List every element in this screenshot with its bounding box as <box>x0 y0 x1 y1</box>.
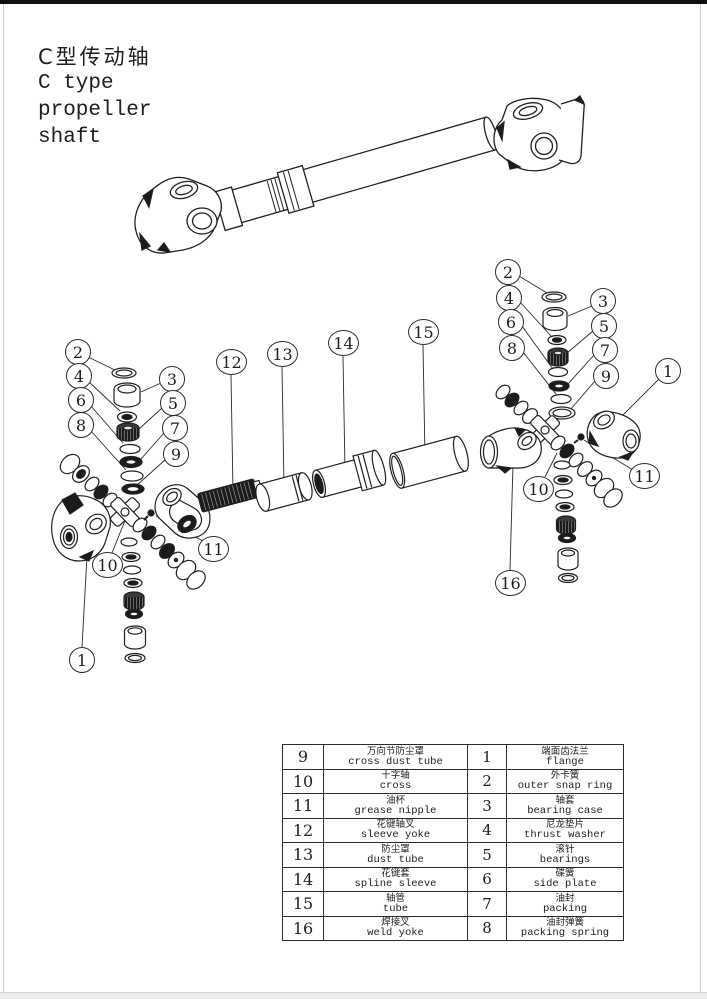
page-top-edge <box>0 0 707 4</box>
part-number: 3 <box>467 793 507 819</box>
page-right-edge <box>700 4 701 994</box>
part-name: 防尘罩 dust tube <box>323 842 468 868</box>
callout-15: 15 <box>408 319 439 345</box>
leader-lines <box>81 275 660 648</box>
part-number: 10 <box>282 768 324 794</box>
title-chinese: C型传动轴 <box>38 45 152 69</box>
part-number: 2 <box>467 768 507 794</box>
center-shaft-parts <box>197 435 469 513</box>
part-name: 外卡簧 outer snap ring <box>506 768 624 794</box>
part-name: 轴套 bearing case <box>506 793 624 819</box>
callout-right-7: 7 <box>592 337 618 363</box>
callout-right-4: 4 <box>496 285 522 311</box>
part-number: 9 <box>282 744 324 770</box>
left-joint-exploded <box>51 367 211 664</box>
title-block: C型传动轴 C type propeller shaft <box>38 44 152 151</box>
callout-right-5: 5 <box>591 313 617 339</box>
callout-left-3: 3 <box>159 366 185 392</box>
parts-table: 9 万向节防尘罩 cross dust tube 1 端面齿法兰 flange … <box>282 744 624 941</box>
callout-13: 13 <box>267 341 298 367</box>
callout-right-16: 16 <box>495 570 526 596</box>
part-number: 15 <box>282 891 324 917</box>
part-name: 端面齿法兰 flange <box>506 744 624 770</box>
title-english-line2: propeller <box>38 99 152 122</box>
callout-left-1: 1 <box>69 647 95 673</box>
title-english-line3: shaft <box>38 126 102 149</box>
part-name: 油封弹簧 packing spring <box>506 915 624 941</box>
part-number: 14 <box>282 866 324 892</box>
callout-14: 14 <box>328 330 359 356</box>
table-row: 11 油杯 grease nipple 3 轴套 bearing case <box>282 793 624 819</box>
part-name: 花键轴叉 sleeve yoke <box>323 817 468 843</box>
part-number: 12 <box>282 817 324 843</box>
part-number: 13 <box>282 842 324 868</box>
title-english-line1: C type <box>38 72 114 95</box>
part-name: 轴管 tube <box>323 891 468 917</box>
table-row: 12 花键轴叉 sleeve yoke 4 尼龙垫片 thrust washer <box>282 817 624 843</box>
table-row: 10 十字轴 cross 2 外卡簧 outer snap ring <box>282 768 624 794</box>
table-row: 13 防尘罩 dust tube 5 滚针 bearings <box>282 842 624 868</box>
part-name: 花键套 spline sleeve <box>323 866 468 892</box>
part-number: 11 <box>282 793 324 819</box>
table-row: 15 轴管 tube 7 油封 packing <box>282 891 624 917</box>
part-number: 7 <box>467 891 507 917</box>
callout-right-6: 6 <box>498 309 524 335</box>
callout-left-2: 2 <box>65 339 91 365</box>
callout-right-2: 2 <box>495 259 521 285</box>
right-joint-exploded <box>479 291 641 584</box>
callout-right-9: 9 <box>593 363 619 389</box>
page-bottom-edge <box>0 992 707 999</box>
table-row: 9 万向节防尘罩 cross dust tube 1 端面齿法兰 flange <box>282 744 624 770</box>
part-name: 尼龙垫片 thrust washer <box>506 817 624 843</box>
part-number: 8 <box>467 915 507 941</box>
callout-left-11: 11 <box>198 536 229 562</box>
part-number: 6 <box>467 866 507 892</box>
part-number: 5 <box>467 842 507 868</box>
part-number: 16 <box>282 915 324 941</box>
callout-right-8: 8 <box>499 335 525 361</box>
callout-right-11: 11 <box>629 463 660 489</box>
callout-left-6: 6 <box>68 387 94 413</box>
callout-right-10: 10 <box>523 476 554 502</box>
callout-left-8: 8 <box>68 412 94 438</box>
part-number: 1 <box>467 744 507 770</box>
table-row: 16 焊接叉 weld yoke 8 油封弹簧 packing spring <box>282 915 624 941</box>
part-name: 滚针 bearings <box>506 842 624 868</box>
part-number: 4 <box>467 817 507 843</box>
part-name: 十字轴 cross <box>323 768 468 794</box>
page-left-edge <box>3 4 4 994</box>
callout-left-7: 7 <box>162 415 188 441</box>
callout-left-9: 9 <box>163 441 189 467</box>
part-name: 焊接叉 weld yoke <box>323 915 468 941</box>
part-name: 碟簧 side plate <box>506 866 624 892</box>
callout-right-1: 1 <box>655 358 681 384</box>
callout-12: 12 <box>216 349 247 375</box>
callout-left-5: 5 <box>160 390 186 416</box>
callout-right-3: 3 <box>590 288 616 314</box>
part-name: 万向节防尘罩 cross dust tube <box>323 744 468 770</box>
callout-left-4: 4 <box>66 363 92 389</box>
part-name: 油杯 grease nipple <box>323 793 468 819</box>
part-name: 油封 packing <box>506 891 624 917</box>
callout-left-10: 10 <box>92 552 123 578</box>
table-row: 14 花键套 spline sleeve 6 碟簧 side plate <box>282 866 624 892</box>
assembled-shaft-drawing <box>134 94 586 254</box>
